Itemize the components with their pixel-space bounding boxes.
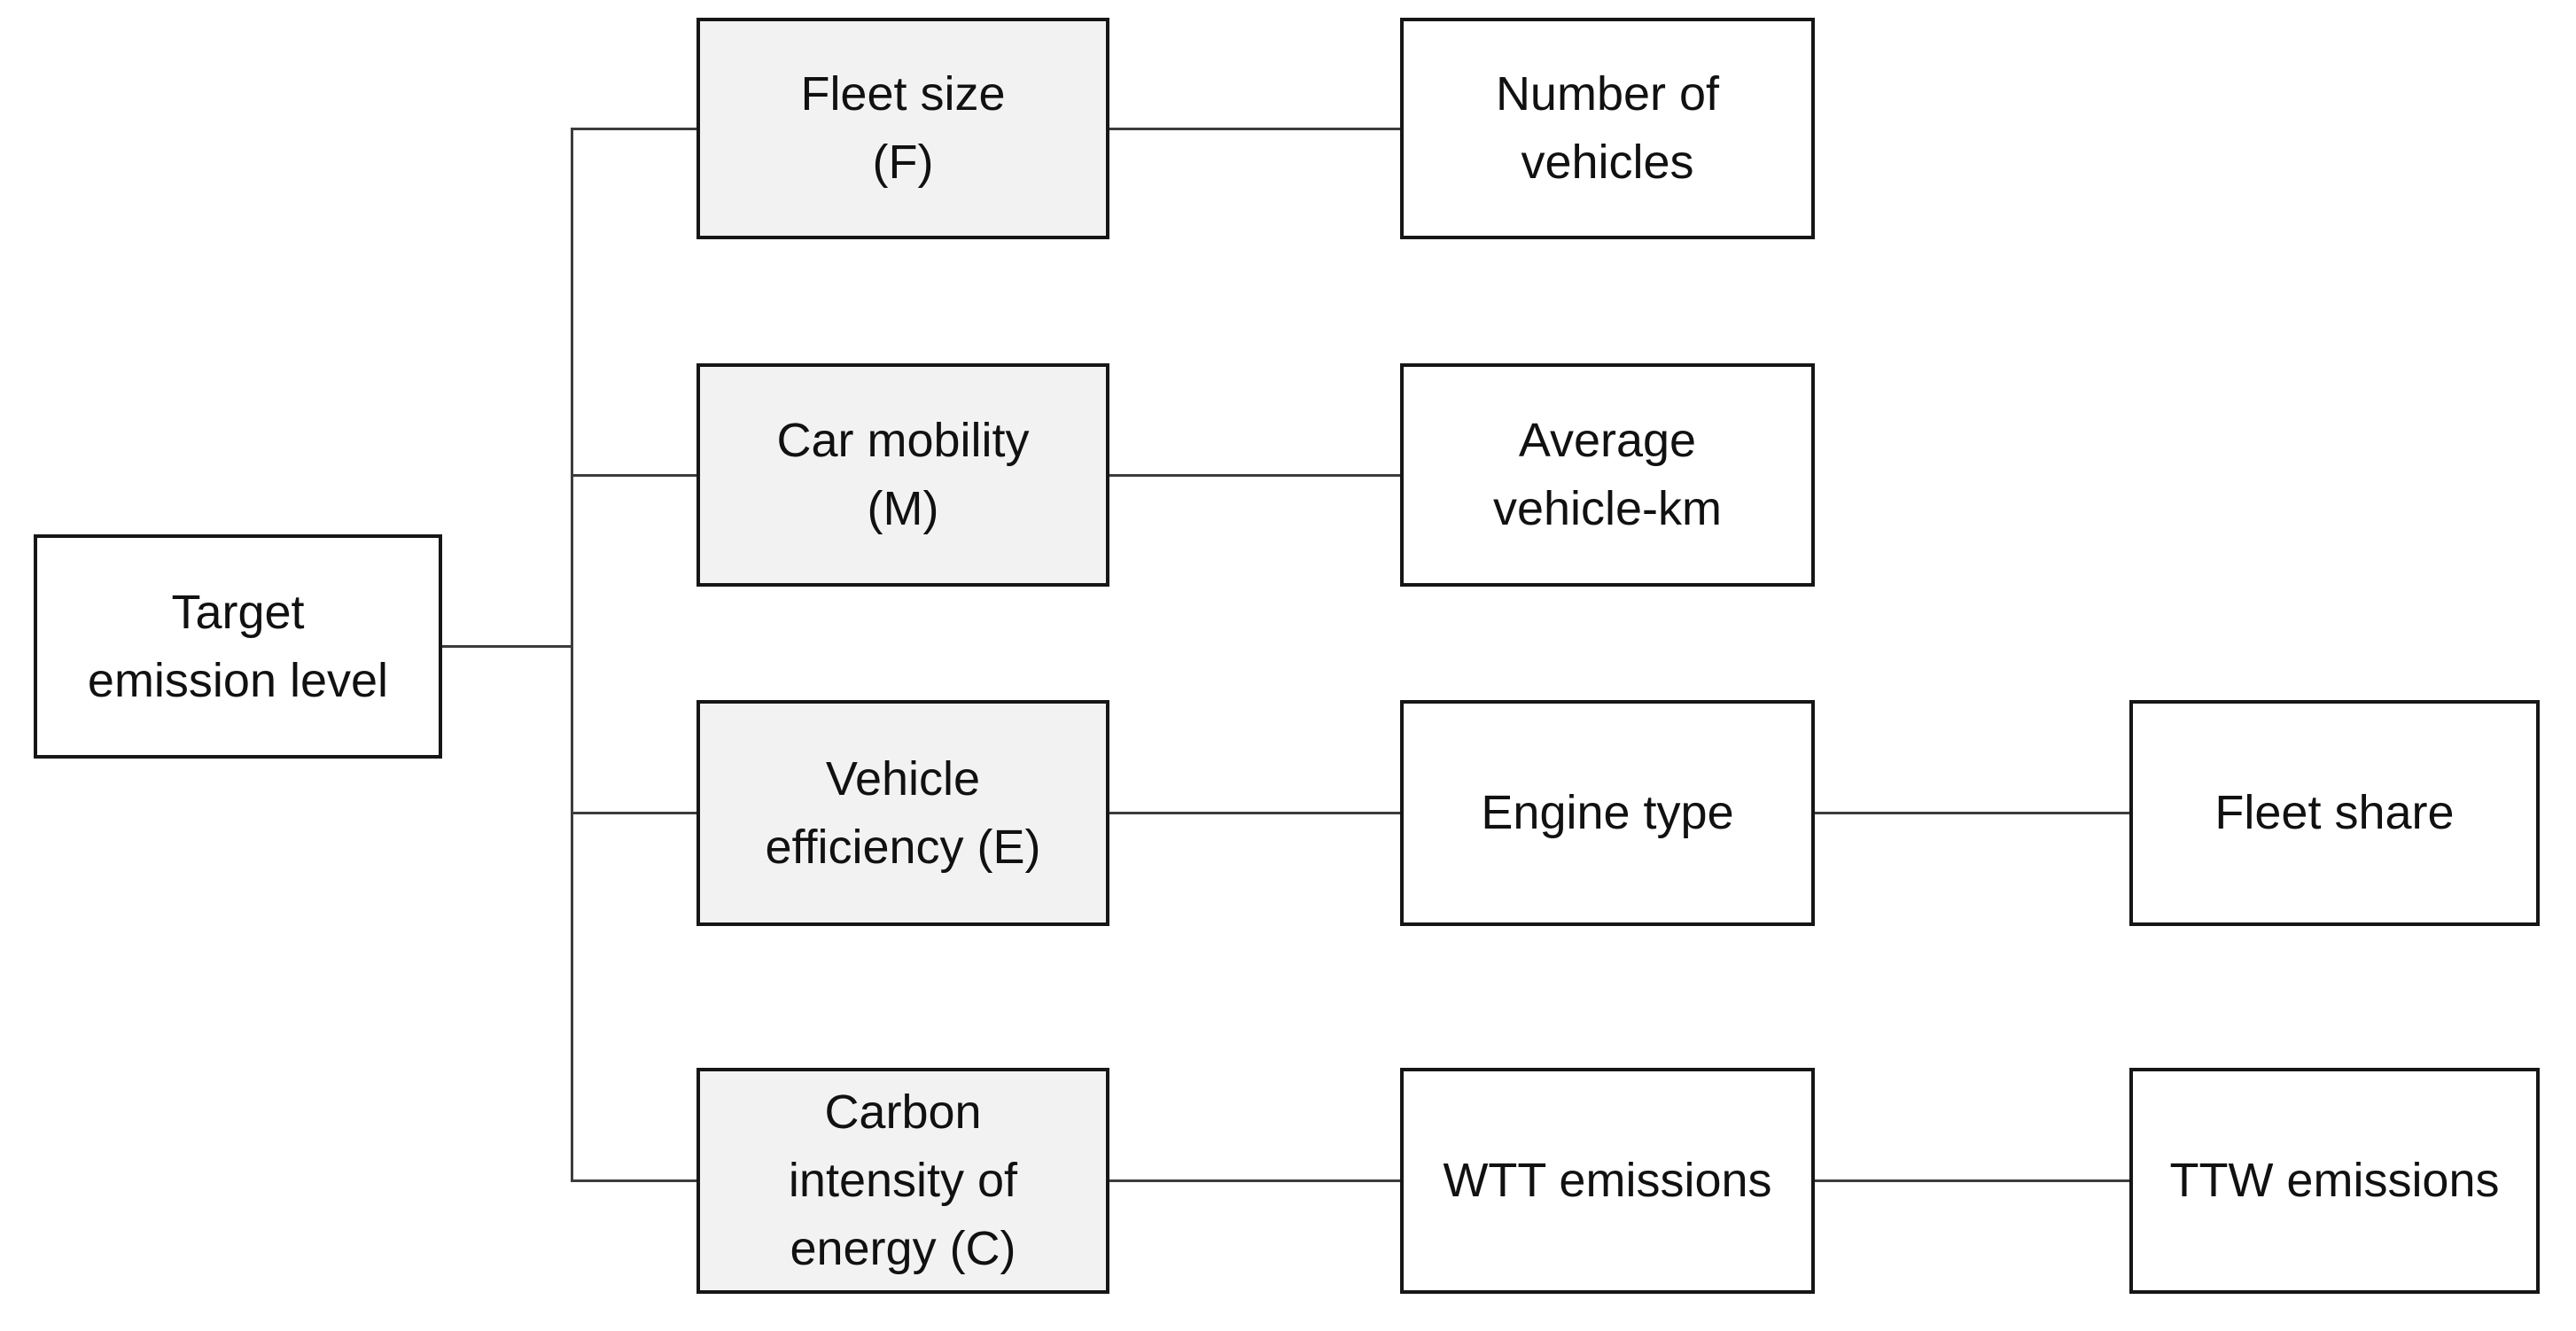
node-average-vehicle-km: Average vehicle-km [1400,363,1815,587]
node-engine-type: Engine type [1400,700,1815,926]
node-ttw-emissions: TTW emissions [2129,1068,2540,1294]
node-vehicle-efficiency: Vehicle efficiency (E) [697,700,1109,926]
connector-trunk-to-car-mobility [572,474,697,477]
connector-target-to-trunk [442,645,573,648]
connector-trunk-to-vehicle-efficiency [572,812,697,814]
node-fleet-size: Fleet size (F) [697,18,1109,239]
node-number-of-vehicles: Number of vehicles [1400,18,1815,239]
node-target-emission-level: Target emission level [34,534,442,759]
connector-engine-type-to-fleet-share [1815,812,2129,814]
connector-fleet-size-to-number-of-vehicles [1109,128,1400,130]
connector-trunk-to-carbon-intensity [572,1179,697,1182]
node-car-mobility: Car mobility (M) [697,363,1109,587]
node-wtt-emissions: WTT emissions [1400,1068,1815,1294]
connector-wtt-emissions-to-ttw-emissions [1815,1179,2129,1182]
connector-vehicle-efficiency-to-engine-type [1109,812,1400,814]
node-carbon-intensity-of-energy: Carbon intensity of energy (C) [697,1068,1109,1294]
connector-car-mobility-to-average-vehicle-km [1109,474,1400,477]
connector-trunk-vertical [571,128,573,1182]
connector-carbon-intensity-to-wtt-emissions [1109,1179,1400,1182]
node-fleet-share: Fleet share [2129,700,2540,926]
connector-trunk-to-fleet-size [572,128,697,130]
